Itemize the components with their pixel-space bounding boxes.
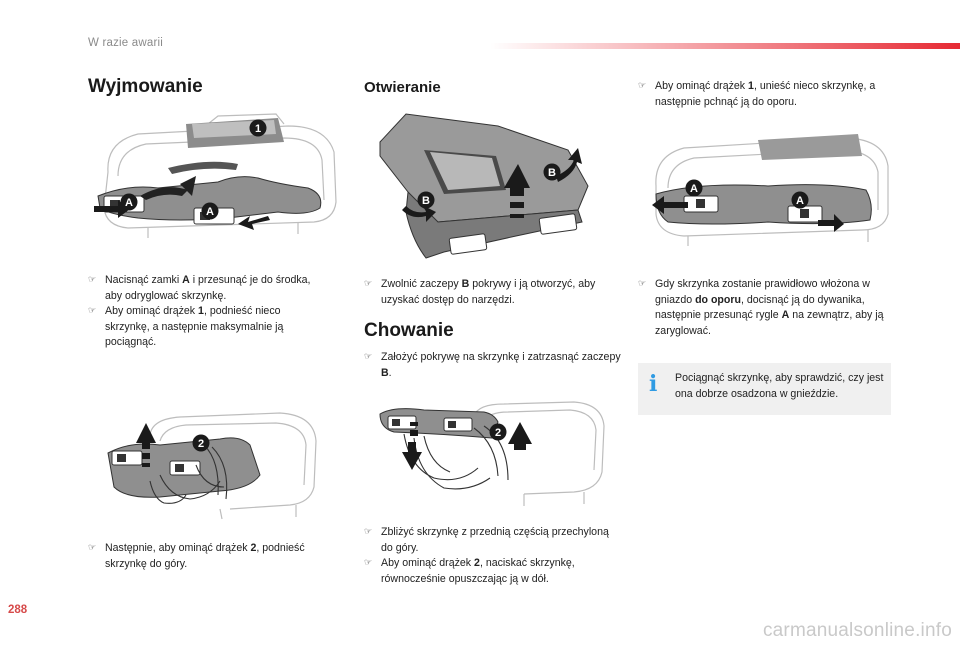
- badge-a-lock-right: A: [796, 195, 804, 207]
- step-lift-box: Następnie, aby ominąć drążek 2, podnieść…: [88, 541, 338, 572]
- badge-a-right: A: [206, 206, 214, 218]
- col2-steps-3: Zbliżyć skrzynkę z przednią częścią prze…: [364, 525, 620, 587]
- badge-b-right: B: [548, 167, 556, 179]
- col1-steps-1: Nacisnąć zamki A i przesunąć je do środk…: [88, 273, 324, 351]
- badge-a-lock-left: A: [690, 183, 698, 195]
- badge-2-insert: 2: [495, 427, 501, 439]
- badge-b-left: B: [422, 195, 430, 207]
- step-approach-box: Zbliżyć skrzynkę z przednią częścią prze…: [364, 525, 620, 556]
- step-push-in: Aby ominąć drążek 1, unieść nieco skrzyn…: [638, 79, 898, 110]
- illustration-remove-lift: 2: [107, 412, 317, 520]
- step-press-down: Aby ominąć drążek 2, naciskać skrzynkę, …: [364, 556, 620, 587]
- step-release-clips: Zwolnić zaczepy B pokrywy i ją otworzyć,…: [364, 277, 614, 308]
- heading-otwieranie: Otwieranie: [364, 79, 441, 96]
- badge-2: 2: [198, 438, 204, 450]
- col3-steps-1: Aby ominąć drążek 1, unieść nieco skrzyn…: [638, 79, 898, 110]
- col2-steps-2: Założyć pokrywę na skrzynkę i zatrzasnąć…: [364, 350, 622, 381]
- col3-steps-2: Gdy skrzynka zostanie prawidłowo włożona…: [638, 277, 900, 339]
- badge-a-left: A: [125, 197, 133, 209]
- col1-steps-2: Następnie, aby ominąć drążek 2, podnieść…: [88, 541, 338, 572]
- badge-1: 1: [255, 123, 261, 135]
- illustration-remove-unlock: A A 1: [94, 113, 337, 238]
- info-text: Pociągnąć skrzynkę, aby sprawdzić, czy j…: [675, 372, 884, 400]
- illustration-insert-box: 2: [379, 401, 605, 506]
- step-pull-out: Aby ominąć drążek 1, podnieść nieco skrz…: [88, 304, 324, 351]
- heading-chowanie: Chowanie: [364, 320, 454, 341]
- illustration-open-lid: B B: [379, 113, 589, 259]
- header-accent-bar: [490, 43, 960, 49]
- info-box: i Pociągnąć skrzynkę, aby sprawdzić, czy…: [638, 363, 891, 415]
- watermark: carmanualsonline.info: [762, 620, 952, 641]
- step-lock-latches: Gdy skrzynka zostanie prawidłowo włożona…: [638, 277, 900, 339]
- info-icon: i: [649, 371, 658, 397]
- step-close-lid: Założyć pokrywę na skrzynkę i zatrzasnąć…: [364, 350, 622, 381]
- heading-wyjmowanie: Wyjmowanie: [88, 76, 203, 97]
- section-header: W razie awarii: [88, 37, 164, 49]
- page-number: 288: [8, 604, 28, 616]
- col2-steps-1: Zwolnić zaczepy B pokrywy i ją otworzyć,…: [364, 277, 614, 308]
- illustration-lock-box: A A: [652, 134, 889, 246]
- step-unlock: Nacisnąć zamki A i przesunąć je do środk…: [88, 273, 324, 304]
